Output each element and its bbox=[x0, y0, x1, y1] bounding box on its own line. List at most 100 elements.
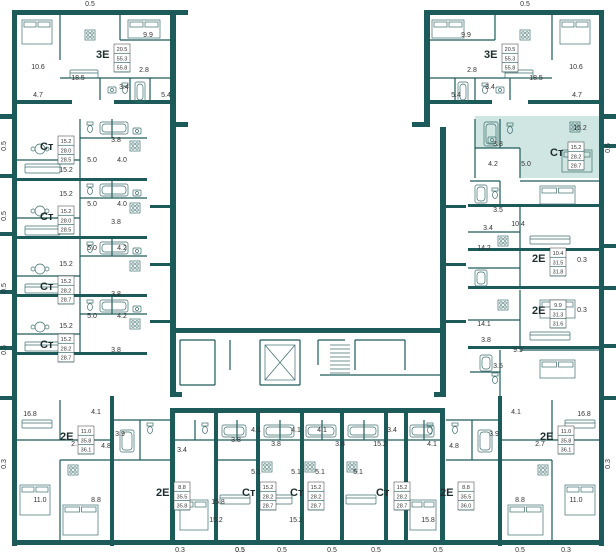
ne-3e-toilet-tank bbox=[481, 82, 489, 87]
wall-60 bbox=[468, 346, 599, 349]
wall-12 bbox=[0, 114, 12, 119]
wall-7 bbox=[412, 122, 424, 127]
e-2e3-toilet-tank bbox=[491, 372, 499, 377]
s-st3-bathtub-inner bbox=[349, 426, 377, 436]
room-label-r43: 3.4 bbox=[483, 225, 493, 232]
s-st1-burner-3 bbox=[267, 467, 271, 471]
room-label-r78: 3.8 bbox=[335, 441, 345, 448]
wall-3 bbox=[176, 122, 188, 127]
ne-3e-bathtub-inner bbox=[459, 83, 467, 101]
wall-56 bbox=[17, 352, 147, 355]
room-label-r23: 4.0 bbox=[117, 201, 127, 208]
apartment-type-ne-3e: 3Е bbox=[484, 49, 497, 61]
se-2e-pillow-1 bbox=[509, 506, 525, 513]
e-2e1-pillow-1 bbox=[541, 187, 557, 194]
ne-3e-2-pillow-1 bbox=[433, 21, 448, 28]
s-st1-sofa bbox=[219, 494, 251, 505]
room-label-r67: 8.8 bbox=[515, 497, 525, 504]
wall-22 bbox=[17, 540, 177, 545]
s-st3-burner-3 bbox=[352, 467, 356, 471]
w-st3-table bbox=[34, 263, 46, 275]
wall-46 bbox=[256, 408, 260, 545]
nw-3e-bathtub bbox=[134, 81, 146, 103]
room-label-r81: 15.2 bbox=[373, 441, 387, 448]
room-label-r76: 5.1 bbox=[291, 469, 301, 476]
apartment-area-e-2e1-2: 31.8 bbox=[553, 270, 564, 276]
room-label-r84: 5.1 bbox=[353, 469, 363, 476]
s-st1-bathtub-inner bbox=[265, 426, 293, 436]
s-st2-stove bbox=[304, 461, 316, 473]
apartment-area-s-2e2-0: 8.8 bbox=[462, 485, 470, 491]
room-label-r26: 0.5 bbox=[1, 211, 8, 221]
w-st3-stove bbox=[129, 260, 141, 272]
room-label-r57: 0.3 bbox=[1, 459, 8, 469]
room-label-r33: 4.2 bbox=[117, 313, 127, 320]
room-label-r10: 9.9 bbox=[461, 32, 471, 39]
room-label-r37: 15.2 bbox=[573, 125, 587, 132]
w-st1-sink bbox=[132, 127, 142, 135]
room-label-r42: 3.5 bbox=[493, 207, 503, 214]
sw-2e-burner-2 bbox=[69, 470, 73, 474]
room-label-r1: 0.5 bbox=[85, 1, 95, 8]
s-2e1-pillow-2 bbox=[194, 501, 207, 508]
room-label-r4: 18.5 bbox=[71, 75, 85, 82]
room-label-r58: 11.0 bbox=[33, 497, 46, 504]
se-2e-sofa bbox=[564, 419, 596, 429]
room-label-r93: 0.5 bbox=[433, 547, 443, 554]
wall-32 bbox=[170, 127, 176, 397]
wall-50 bbox=[404, 408, 408, 545]
apartment-type-nw-3e: 3Е bbox=[96, 49, 109, 61]
room-label-r64: 2.7 bbox=[535, 441, 545, 448]
w-st1-burner-0 bbox=[131, 142, 135, 146]
e-2e1-bed bbox=[539, 185, 576, 205]
wall-34 bbox=[150, 263, 170, 266]
e-2e3-toilet bbox=[492, 376, 498, 384]
w-st1-burner-2 bbox=[131, 146, 135, 150]
e-2e1-bathtub bbox=[474, 184, 488, 204]
room-label-r72: 15.8 bbox=[211, 499, 225, 506]
room-label-r50: 9.9 bbox=[513, 347, 523, 354]
w-st3-burner-2 bbox=[131, 266, 135, 270]
wall-24 bbox=[604, 144, 616, 148]
room-label-r3: 10.6 bbox=[31, 64, 45, 71]
s-2e2-bathtub-inner bbox=[411, 426, 433, 436]
wall-6 bbox=[424, 10, 430, 127]
apartment-area-w-st4-1: 28.2 bbox=[61, 346, 72, 352]
se-2e-burner-0 bbox=[539, 466, 543, 470]
e-2e3-pillow-1 bbox=[541, 361, 557, 368]
nw-3e-burner-0 bbox=[86, 31, 90, 35]
room-label-r28: 4.2 bbox=[117, 245, 127, 252]
room-label-r80: 5.1 bbox=[315, 469, 325, 476]
room-label-r21: 0.5 bbox=[1, 141, 8, 151]
wall-25 bbox=[599, 144, 604, 546]
apartment-type-w-st4: Ст bbox=[40, 339, 54, 351]
room-label-r62: 3.9 bbox=[489, 431, 499, 438]
w-st4-bathtub bbox=[99, 299, 129, 313]
w-st3-burner-3 bbox=[135, 266, 139, 270]
wall-19 bbox=[0, 346, 12, 350]
room-label-r34: 3.8 bbox=[111, 347, 121, 354]
e-st1-stove bbox=[569, 121, 581, 133]
s-st2-burner-2 bbox=[306, 467, 310, 471]
room-label-r30: 15.2 bbox=[59, 261, 73, 268]
apartment-type-e-st1: Ст bbox=[550, 147, 564, 159]
nw-3e-pillow-2 bbox=[37, 21, 51, 28]
w-st2-toilet-tank bbox=[86, 183, 94, 188]
room-label-r54: 3.9 bbox=[115, 431, 125, 438]
s-st1-stove bbox=[261, 461, 273, 473]
apartment-type-e-2e2: 2Е bbox=[532, 305, 545, 317]
s-st1-burner-2 bbox=[263, 467, 267, 471]
room-label-r13: 2.8 bbox=[467, 67, 477, 74]
w-st4-stove bbox=[129, 318, 141, 330]
wall-5 bbox=[599, 10, 604, 119]
apartment-area-s-st3-0: 15.2 bbox=[397, 485, 408, 491]
w-st1-burner-3 bbox=[135, 146, 139, 150]
w-st3-sink bbox=[132, 247, 142, 255]
apartment-area-s-st2-2: 28.7 bbox=[311, 504, 322, 510]
